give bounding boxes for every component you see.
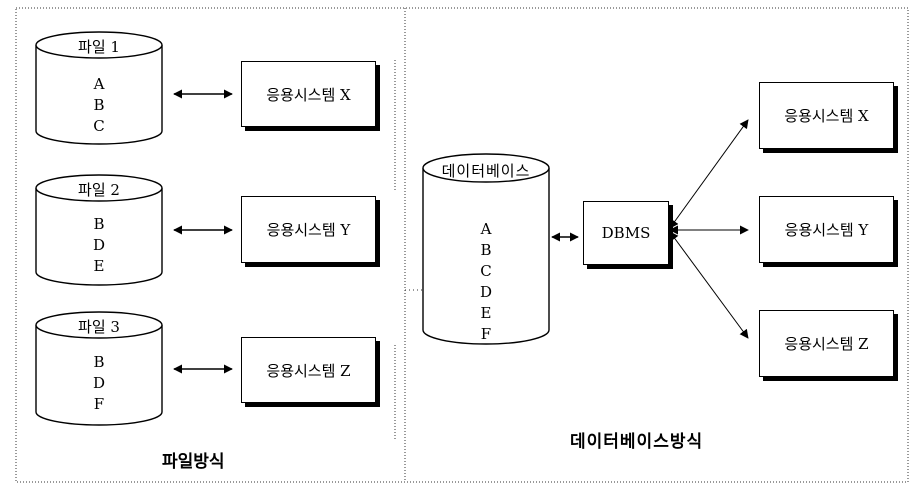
- file-3-item: B: [93, 353, 105, 371]
- file-cylinder-1: [35, 31, 163, 145]
- file-2-items: B D E: [36, 214, 162, 277]
- file-3-item: F: [93, 395, 105, 413]
- file-2-item: B: [93, 215, 105, 233]
- arrow-dbms-appx: [669, 119, 749, 229]
- outer-dotted-frame: [15, 7, 909, 483]
- database-cylinder: [422, 153, 550, 345]
- file-cylinder-3: [35, 311, 163, 426]
- file-1-item: B: [93, 96, 105, 114]
- file-3-item: D: [92, 374, 106, 392]
- dbms-box: DBMS: [583, 201, 669, 265]
- database-approach-title: 데이터베이스방식: [570, 432, 704, 452]
- database-item: E: [480, 304, 492, 322]
- file-app-box-z: 응용시스템 Z: [241, 337, 376, 403]
- file-1-items: A B C: [36, 74, 162, 137]
- file-2-name: 파일 2: [78, 181, 120, 199]
- db-app-box-y: 응용시스템 Y: [759, 196, 894, 263]
- file-approach-title: 파일방식: [162, 452, 225, 472]
- file-cylinder-2: [35, 174, 163, 286]
- database-item: B: [480, 241, 492, 259]
- database-item: F: [480, 325, 492, 343]
- file-2-item: D: [92, 236, 106, 254]
- file-3-items: B D F: [36, 352, 162, 415]
- db-app-box-x: 응용시스템 X: [759, 82, 894, 149]
- file-app-box-y: 응용시스템 Y: [241, 196, 376, 263]
- file-1-item: C: [93, 117, 105, 135]
- database-item: A: [480, 220, 492, 238]
- database-item: D: [479, 283, 493, 301]
- arrow-dbms-appz: [669, 231, 749, 339]
- file-2-item: E: [93, 257, 105, 275]
- database-item: C: [480, 262, 492, 280]
- file-1-name: 파일 1: [78, 38, 120, 56]
- db-app-box-z: 응용시스템 Z: [759, 310, 894, 377]
- file-app-box-x: 응용시스템 X: [241, 61, 376, 127]
- file-1-item: A: [93, 75, 105, 93]
- database-name: 데이터베이스: [441, 162, 531, 180]
- database-items: A B C D E F: [423, 219, 549, 345]
- file-3-name: 파일 3: [78, 318, 120, 336]
